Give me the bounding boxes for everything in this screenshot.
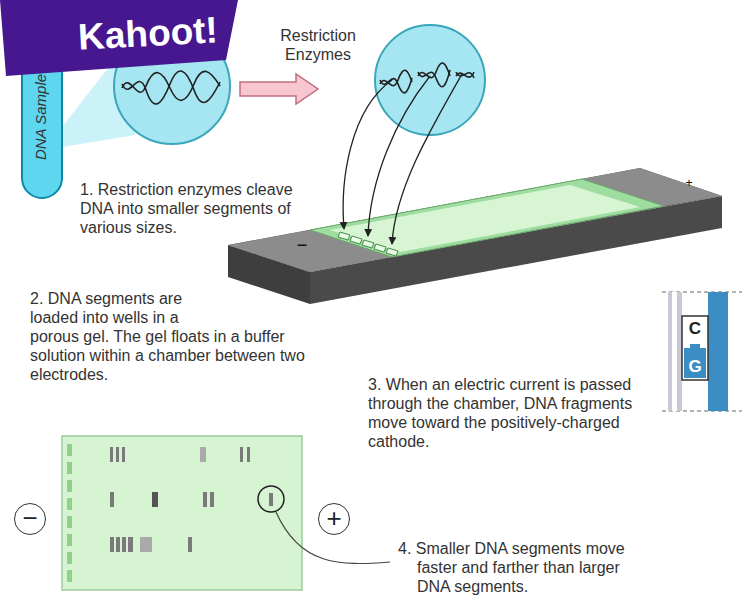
node-text: +: [319, 504, 349, 532]
loading-arrows: [343, 74, 462, 244]
gel-box: [228, 168, 722, 304]
tube-label: DNA Sample: [31, 67, 53, 167]
step-text: 2. DNA segments are loaded into wells in…: [30, 290, 305, 383]
node-text: −: [15, 504, 45, 532]
electrode-sign: +: [682, 176, 696, 190]
electrode-symbol: +: [318, 503, 350, 535]
electrode-sign: −: [293, 236, 311, 254]
dna-bands: [110, 447, 273, 552]
wrap-spacer: [192, 289, 320, 327]
logo-text: Kahoot!: [57, 5, 240, 66]
electrode-symbol: −: [14, 503, 46, 535]
node-text: Kahoot!: [57, 5, 240, 62]
base-pair-box: CG: [683, 317, 707, 379]
dna-strand: [122, 71, 220, 100]
node-text: C: [683, 319, 707, 338]
process-label: Restriction Enzymes: [268, 26, 368, 64]
step-text: 4. Smaller DNA segments move faster and …: [398, 539, 642, 596]
step-text: 2. DNA segments are loaded into wells in…: [30, 289, 320, 384]
node-text: DNA Sample: [31, 67, 51, 167]
step-text: 3. When an electric current is passed th…: [368, 375, 648, 451]
base-pair: [662, 292, 742, 411]
highlight-circle: [258, 486, 284, 512]
step-text: 1. Restriction enzymes cleave DNA into s…: [80, 180, 306, 237]
node-text: G: [683, 357, 707, 376]
result-wells: [67, 444, 72, 582]
gel-result: [62, 436, 302, 590]
dna-strand: [122, 71, 220, 104]
process-arrow: [240, 74, 318, 104]
